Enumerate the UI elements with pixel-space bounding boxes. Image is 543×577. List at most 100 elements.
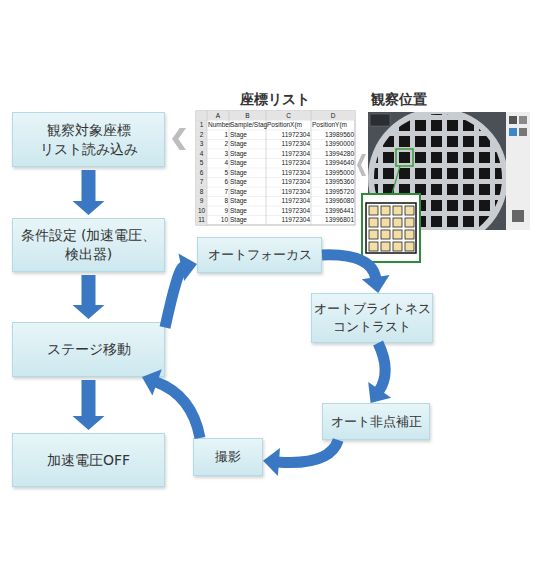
table-cell: 6 (208, 177, 228, 187)
process-box: 加速電圧OFF (12, 433, 165, 487)
cycle-arrow (368, 343, 391, 403)
process-box: 観察対象座標 リスト読み込み (12, 112, 165, 167)
chip-grid (369, 206, 414, 251)
table-cell: 11 (197, 215, 206, 225)
chevron-arrow (172, 128, 186, 150)
block-arrow (73, 275, 105, 319)
node-text: 撮影 (215, 448, 241, 466)
illustration-part (381, 206, 390, 215)
node-text: ステージ移動 (47, 340, 131, 359)
table-cell: Stage (230, 168, 265, 178)
table-cell: D (312, 111, 354, 121)
image-heading: 座標リスト (193, 90, 357, 108)
table-cell: 13995000 (312, 168, 354, 178)
chip-outline (366, 203, 416, 253)
illustration-part (405, 242, 414, 251)
viewer-logo (370, 114, 390, 126)
cycle-arrow (263, 440, 338, 476)
cycle-arrow (142, 369, 200, 438)
illustration-part (393, 242, 402, 251)
table-cell: 6 (197, 168, 206, 178)
toolbar (506, 112, 530, 230)
image-heading: 観察位置 (366, 90, 532, 108)
wafer-group (368, 112, 506, 230)
table-cell: 13989560 (312, 130, 354, 140)
table-cell: 13996801 (312, 215, 354, 225)
arrow-head (263, 448, 280, 476)
table-cell: 11972304 (267, 206, 310, 216)
table-cell: 9 (197, 196, 206, 206)
table-cell: Stage (230, 187, 265, 197)
curved-arrow-line (165, 267, 183, 328)
illustration-part (405, 206, 414, 215)
toolbar-icon (512, 210, 524, 222)
table-cell: 1 (197, 120, 206, 130)
curved-arrow-line (155, 382, 200, 438)
block-arrow-shape (73, 275, 105, 319)
spreadsheet (196, 111, 355, 225)
block-arrow (73, 380, 105, 430)
cycle-box: 撮影 (193, 438, 263, 476)
table-cell: A (208, 111, 228, 121)
table-cell: Stage (230, 139, 265, 149)
table-cell: 10 (197, 206, 206, 216)
curved-arrow-line (277, 440, 338, 462)
table-cell: 13995720 (312, 187, 354, 197)
table-cell: 3 (208, 149, 228, 159)
table-cell: 8 (208, 196, 228, 206)
illustration-part (381, 242, 390, 251)
chevron-shape (357, 154, 366, 176)
cycle-arrow (165, 254, 197, 328)
block-arrow-shape (73, 380, 105, 430)
node-text: 観察対象座標 リスト読み込み (16, 121, 161, 159)
node-text: オートブライトネス コントラスト (314, 300, 431, 335)
toolbar-icon (519, 128, 527, 136)
table-cell: C (267, 111, 310, 121)
illustration-part (369, 230, 378, 239)
illustration-part (369, 242, 378, 251)
table-cell: Sample/Stag (230, 120, 265, 130)
table-cell: 10 (208, 215, 228, 225)
table-cell: 3 (197, 139, 206, 149)
process-box: ステージ移動 (12, 322, 165, 377)
zoom-leader (392, 166, 400, 194)
illustration-part (405, 230, 414, 239)
table-cell: 11972304 (267, 215, 310, 225)
table-cell: Stage (230, 215, 265, 225)
node-text: オート非点補正 (331, 413, 422, 431)
illustration-part (405, 218, 414, 227)
table-cell: 11972304 (267, 168, 310, 178)
toolbar-icon (509, 128, 517, 136)
block-arrow (73, 170, 105, 215)
table-cell: 13996080 (312, 196, 354, 206)
arrow-head (362, 275, 390, 293)
table-cell: 11972304 (267, 139, 310, 149)
block-arrow-shape (73, 170, 105, 215)
sheet-frame (196, 111, 355, 225)
table-cell: PositionY(m (312, 120, 354, 130)
sheet-col-line (229, 111, 230, 225)
table-cell: 5 (197, 158, 206, 168)
table-cell: 8 (197, 187, 206, 197)
selected-chip-frame (396, 149, 413, 166)
table-cell: B (230, 111, 265, 121)
viewer-heading-node: 観察位置 (366, 90, 532, 232)
toolbar-icon (519, 116, 527, 124)
table-cell: PositionX(m (267, 120, 310, 130)
table-cell: 13994640 (312, 158, 354, 168)
table-cell: 2 (197, 130, 206, 140)
table-cell: Stage (230, 158, 265, 168)
table-cell: 1 (208, 130, 228, 140)
process-box: 条件設定 (加速電圧、検出器) (12, 218, 165, 272)
wafer (368, 112, 506, 230)
table-cell: 4 (197, 149, 206, 159)
curved-arrow-line (322, 255, 376, 279)
illustration-part (393, 218, 402, 227)
table-cell: 11972304 (267, 130, 310, 140)
illustration-part (369, 206, 378, 215)
table-cell: 11972304 (267, 196, 310, 206)
arrow-head (179, 254, 198, 281)
table-cell: 11972304 (267, 187, 310, 197)
table-cell: Stage (230, 177, 265, 187)
